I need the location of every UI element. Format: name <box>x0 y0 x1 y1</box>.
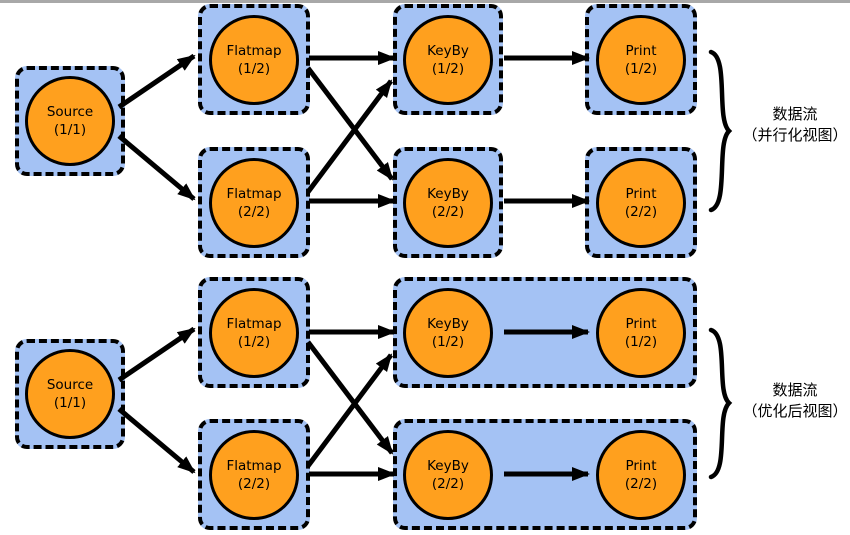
node-subtitle: (2/2) <box>431 204 465 220</box>
arrow-source-to-flatmap1-optimized <box>117 326 196 383</box>
caption-line1: 数据流 <box>772 381 818 399</box>
node-subtitle: (1/2) <box>624 334 658 350</box>
node-title: Source <box>46 377 94 393</box>
node-flatmap1-parallel: Flatmap (1/2) <box>209 15 299 105</box>
node-title: KeyBy <box>427 186 469 202</box>
node-subtitle: (2/2) <box>624 476 658 492</box>
node-subtitle: (1/2) <box>431 61 465 77</box>
arrow-flatmap1-to-keyby2-parallel <box>306 66 394 181</box>
node-subtitle: (1/2) <box>431 334 465 350</box>
node-title: KeyBy <box>427 458 469 474</box>
arrow-flatmap1-to-keyby2-optimized <box>306 340 394 455</box>
node-subtitle: (2/2) <box>624 204 658 220</box>
node-print2-optimized: Print (2/2) <box>596 430 686 520</box>
node-subtitle: (1/1) <box>53 122 87 138</box>
caption-optimized: 数据流 （优化后视图） <box>720 380 850 422</box>
node-source-optimized: Source (1/1) <box>25 349 115 439</box>
node-subtitle: (1/1) <box>53 395 87 411</box>
node-title: Print <box>625 316 657 332</box>
node-print1-parallel: Print (1/2) <box>596 15 686 105</box>
caption-parallelized: 数据流 （并行化视图） <box>720 104 850 146</box>
node-source-parallel: Source (1/1) <box>25 76 115 166</box>
node-title: KeyBy <box>427 316 469 332</box>
node-keyby1-optimized: KeyBy (1/2) <box>403 288 493 378</box>
node-subtitle: (2/2) <box>237 476 271 492</box>
node-subtitle: (2/2) <box>237 204 271 220</box>
node-title: KeyBy <box>427 43 469 59</box>
arrow-source-to-flatmap2-parallel <box>117 134 196 201</box>
node-flatmap2-optimized: Flatmap (2/2) <box>209 430 299 520</box>
node-title: Flatmap <box>226 186 282 202</box>
arrow-source-to-flatmap2-optimized <box>117 407 196 474</box>
node-subtitle: (1/2) <box>237 334 271 350</box>
caption-line1: 数据流 <box>772 105 818 123</box>
node-keyby1-parallel: KeyBy (1/2) <box>403 15 493 105</box>
node-subtitle: (1/2) <box>237 61 271 77</box>
node-title: Flatmap <box>226 43 282 59</box>
node-keyby2-optimized: KeyBy (2/2) <box>403 430 493 520</box>
node-title: Print <box>625 458 657 474</box>
node-title: Print <box>625 43 657 59</box>
node-flatmap2-parallel: Flatmap (2/2) <box>209 158 299 248</box>
node-subtitle: (1/2) <box>624 61 658 77</box>
node-subtitle: (2/2) <box>431 476 465 492</box>
node-title: Source <box>46 104 94 120</box>
node-print1-optimized: Print (1/2) <box>596 288 686 378</box>
node-flatmap1-optimized: Flatmap (1/2) <box>209 288 299 378</box>
arrow-flatmap2-to-keyby1-optimized <box>305 353 394 468</box>
arrow-source-to-flatmap1-parallel <box>117 53 196 110</box>
node-keyby2-parallel: KeyBy (2/2) <box>403 158 493 248</box>
arrow-flatmap2-to-keyby1-parallel <box>305 79 394 194</box>
caption-line2: （优化后视图） <box>742 402 848 420</box>
node-title: Flatmap <box>226 316 282 332</box>
node-print2-parallel: Print (2/2) <box>596 158 686 248</box>
caption-line2: （并行化视图） <box>742 126 848 144</box>
window-top-border <box>0 0 850 3</box>
node-title: Flatmap <box>226 458 282 474</box>
node-title: Print <box>625 186 657 202</box>
